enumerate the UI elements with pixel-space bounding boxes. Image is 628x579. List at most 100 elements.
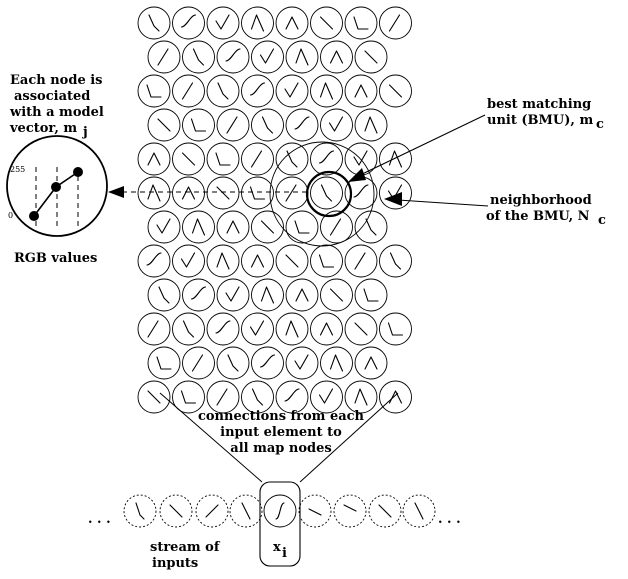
map-node xyxy=(216,278,250,312)
map-node xyxy=(147,210,181,244)
input-node xyxy=(123,494,157,528)
map-node xyxy=(275,142,309,176)
input-stream-row xyxy=(123,494,436,528)
stream-label-line-1: stream of xyxy=(150,540,221,555)
map-node xyxy=(206,142,240,176)
map-node xyxy=(285,210,319,244)
funnel-line-right xyxy=(299,392,399,483)
map-node xyxy=(241,380,274,414)
map-node xyxy=(137,6,171,40)
neighborhood-subscript: c xyxy=(598,213,606,228)
map-node xyxy=(172,6,205,40)
input-node xyxy=(402,494,436,528)
map-node xyxy=(206,312,240,346)
connections-label-line-2: input element to xyxy=(220,425,342,440)
map-node xyxy=(379,312,412,346)
map-node xyxy=(206,176,240,210)
map-node xyxy=(310,6,343,40)
map-node xyxy=(354,278,388,312)
input-x-label: x xyxy=(273,540,281,555)
map-node xyxy=(137,142,171,176)
neighborhood-arrowhead xyxy=(384,192,402,206)
neighborhood-circle xyxy=(269,141,375,247)
map-node xyxy=(344,244,378,278)
map-node xyxy=(182,210,215,244)
model-vector-label: Each node is associated with a model vec… xyxy=(9,73,104,140)
map-node xyxy=(320,108,353,142)
map-node xyxy=(241,312,274,346)
map-node xyxy=(182,346,215,380)
scale-max-label: 255 xyxy=(10,165,25,174)
model-vector-circle xyxy=(6,135,108,237)
rgb-point-r xyxy=(29,211,39,221)
bmu-label-line-2: unit (BMU), m xyxy=(487,113,593,128)
map-node xyxy=(379,74,412,108)
map-node-grid xyxy=(137,6,412,414)
ellipsis-right: . . . xyxy=(438,512,461,527)
map-node xyxy=(147,108,181,142)
rgb-values-label: RGB values xyxy=(14,251,97,266)
input-node xyxy=(195,494,229,528)
map-node xyxy=(285,346,319,380)
bmu-subscript: c xyxy=(596,117,604,132)
map-node xyxy=(379,176,412,210)
map-node xyxy=(310,244,343,278)
map-node xyxy=(310,380,343,414)
map-node xyxy=(354,40,388,74)
map-node xyxy=(137,244,171,278)
map-node xyxy=(206,244,240,278)
map-node xyxy=(172,244,205,278)
map-node xyxy=(241,142,274,176)
funnel-line-left xyxy=(159,392,263,483)
input-node xyxy=(263,494,297,528)
stream-label-line-2: inputs xyxy=(152,556,198,571)
map-node xyxy=(147,346,181,380)
map-node xyxy=(354,108,388,142)
model-vector-arrowhead xyxy=(108,186,124,198)
bmu-arrowhead xyxy=(348,168,366,182)
map-node xyxy=(172,142,205,176)
neighborhood-label-line-1: neighborhood xyxy=(490,193,592,208)
map-node xyxy=(354,346,388,380)
map-node xyxy=(137,380,171,414)
map-node xyxy=(310,142,343,176)
map-node xyxy=(241,176,274,210)
map-node xyxy=(241,6,274,40)
input-node xyxy=(333,494,367,528)
model-vector-line-2: associated xyxy=(14,89,90,104)
map-node xyxy=(285,278,319,312)
rgb-point-b xyxy=(73,167,83,177)
map-node xyxy=(379,142,412,176)
bmu-arrow-line xyxy=(355,114,486,178)
map-node xyxy=(147,40,181,74)
map-node xyxy=(275,380,309,414)
map-node xyxy=(251,278,284,312)
current-input-box xyxy=(259,481,301,567)
map-node xyxy=(310,176,343,210)
map-node xyxy=(206,74,240,108)
map-node xyxy=(320,40,353,74)
map-node xyxy=(216,108,250,142)
model-vector-line-1: Each node is xyxy=(10,73,103,88)
bmu-label-line-1: best matching xyxy=(487,97,591,112)
map-node xyxy=(275,312,309,346)
map-node xyxy=(310,74,343,108)
map-node xyxy=(206,380,240,414)
map-node xyxy=(182,40,215,74)
map-node xyxy=(344,74,378,108)
map-node xyxy=(147,278,181,312)
map-node xyxy=(216,40,250,74)
map-node xyxy=(172,74,205,108)
map-node xyxy=(320,278,353,312)
neighborhood-arrow-line xyxy=(397,199,489,207)
map-node xyxy=(182,278,215,312)
map-node xyxy=(172,176,205,210)
map-node xyxy=(206,6,240,40)
map-node xyxy=(275,6,309,40)
rgb-point-g xyxy=(51,182,61,192)
neighborhood-label-line-2: of the BMU, N xyxy=(486,209,590,224)
input-node xyxy=(229,494,263,528)
map-node xyxy=(320,346,353,380)
map-node xyxy=(137,312,171,346)
connections-label-line-1: connections from each xyxy=(198,409,365,424)
